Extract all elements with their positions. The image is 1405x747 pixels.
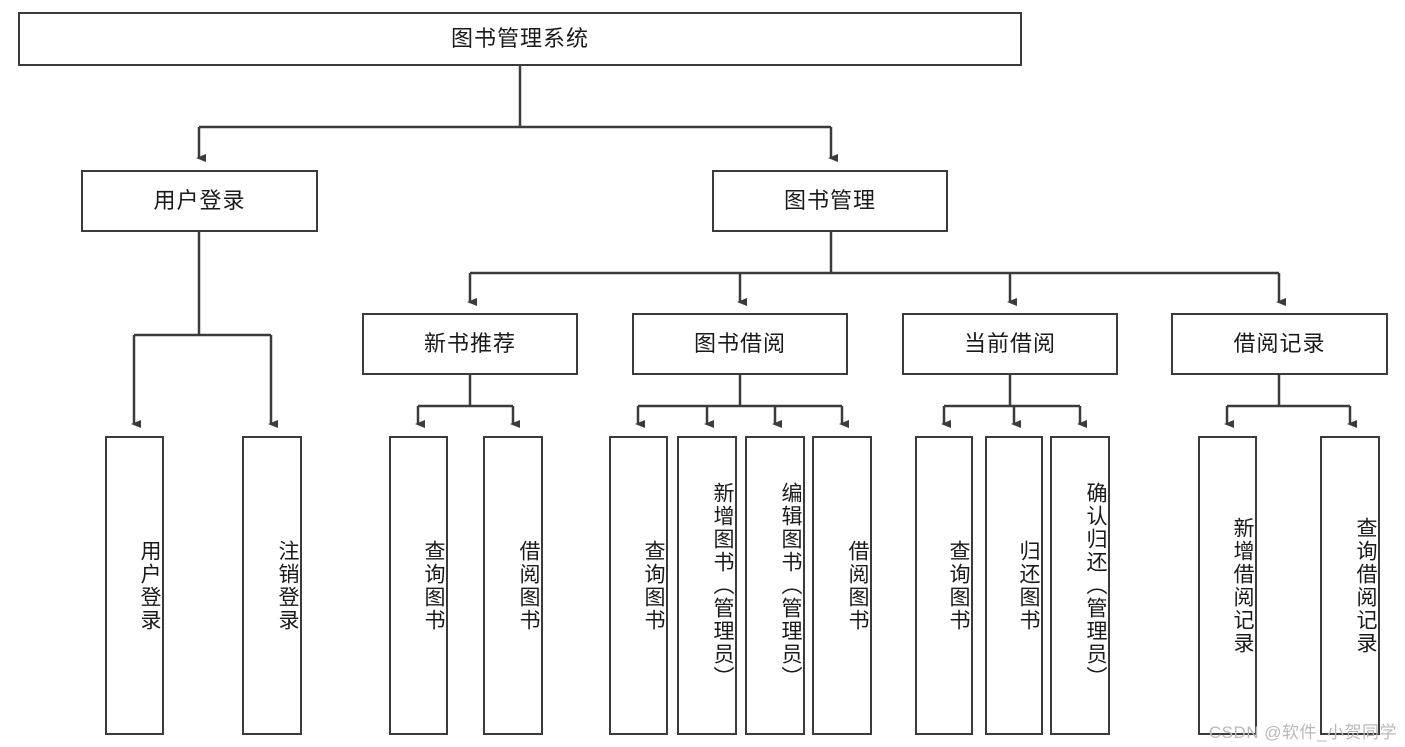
node-label: 图书管理系统 <box>450 25 589 51</box>
node-label: 确认归还（管理员） <box>1084 482 1107 689</box>
leaf-new-book-query-book[interactable]: 查询图书 <box>389 436 448 735</box>
node-label: 编辑图书（管理员） <box>779 482 802 689</box>
node-label: 借阅图书 <box>846 539 869 632</box>
node-root-book-management-system[interactable]: 图书管理系统 <box>18 12 1022 66</box>
leaf-book-borrow-borrow-book[interactable]: 借阅图书 <box>812 436 872 735</box>
node-label: 新增借阅记录 <box>1231 516 1254 655</box>
node-label: 用户登录 <box>153 187 246 213</box>
node-user-login[interactable]: 用户登录 <box>81 170 318 232</box>
leaf-user-login-login[interactable]: 用户登录 <box>105 436 164 735</box>
node-label: 新增图书（管理员） <box>711 482 734 689</box>
node-book-management[interactable]: 图书管理 <box>712 170 948 232</box>
node-label: 查询图书 <box>422 539 445 632</box>
node-label: 用户登录 <box>138 539 161 632</box>
node-new-book-recommend[interactable]: 新书推荐 <box>362 313 578 375</box>
node-current-borrow[interactable]: 当前借阅 <box>902 313 1118 375</box>
leaf-user-login-logout[interactable]: 注销登录 <box>242 436 302 735</box>
node-label: 查询图书 <box>642 539 665 632</box>
leaf-borrow-record-add-record[interactable]: 新增借阅记录 <box>1198 436 1257 735</box>
leaf-book-borrow-edit-book-admin[interactable]: 编辑图书（管理员） <box>745 436 805 735</box>
node-label: 图书借阅 <box>693 330 786 356</box>
node-label: 查询借阅记录 <box>1354 516 1377 655</box>
node-label: 注销登录 <box>276 539 299 632</box>
leaf-current-borrow-return-book[interactable]: 归还图书 <box>985 436 1043 735</box>
leaf-borrow-record-query-record[interactable]: 查询借阅记录 <box>1320 436 1380 735</box>
node-label: 当前借阅 <box>963 330 1056 356</box>
leaf-book-borrow-query-book[interactable]: 查询图书 <box>609 436 668 735</box>
node-label: 图书管理 <box>783 187 876 213</box>
leaf-current-borrow-query-book[interactable]: 查询图书 <box>915 436 973 735</box>
leaf-book-borrow-add-book-admin[interactable]: 新增图书（管理员） <box>677 436 737 735</box>
node-label: 借阅图书 <box>517 539 540 632</box>
leaf-new-book-borrow-book[interactable]: 借阅图书 <box>483 436 543 735</box>
node-label: 归还图书 <box>1017 539 1040 632</box>
node-label: 新书推荐 <box>423 330 516 356</box>
csdn-watermark: CSDN @软件_小贺同学 <box>1208 723 1397 742</box>
node-label: 借阅记录 <box>1233 330 1326 356</box>
leaf-current-borrow-confirm-return-admin[interactable]: 确认归还（管理员） <box>1050 436 1110 735</box>
node-borrow-record[interactable]: 借阅记录 <box>1171 313 1388 375</box>
node-label: 查询图书 <box>947 539 970 632</box>
node-book-borrow[interactable]: 图书借阅 <box>632 313 848 375</box>
